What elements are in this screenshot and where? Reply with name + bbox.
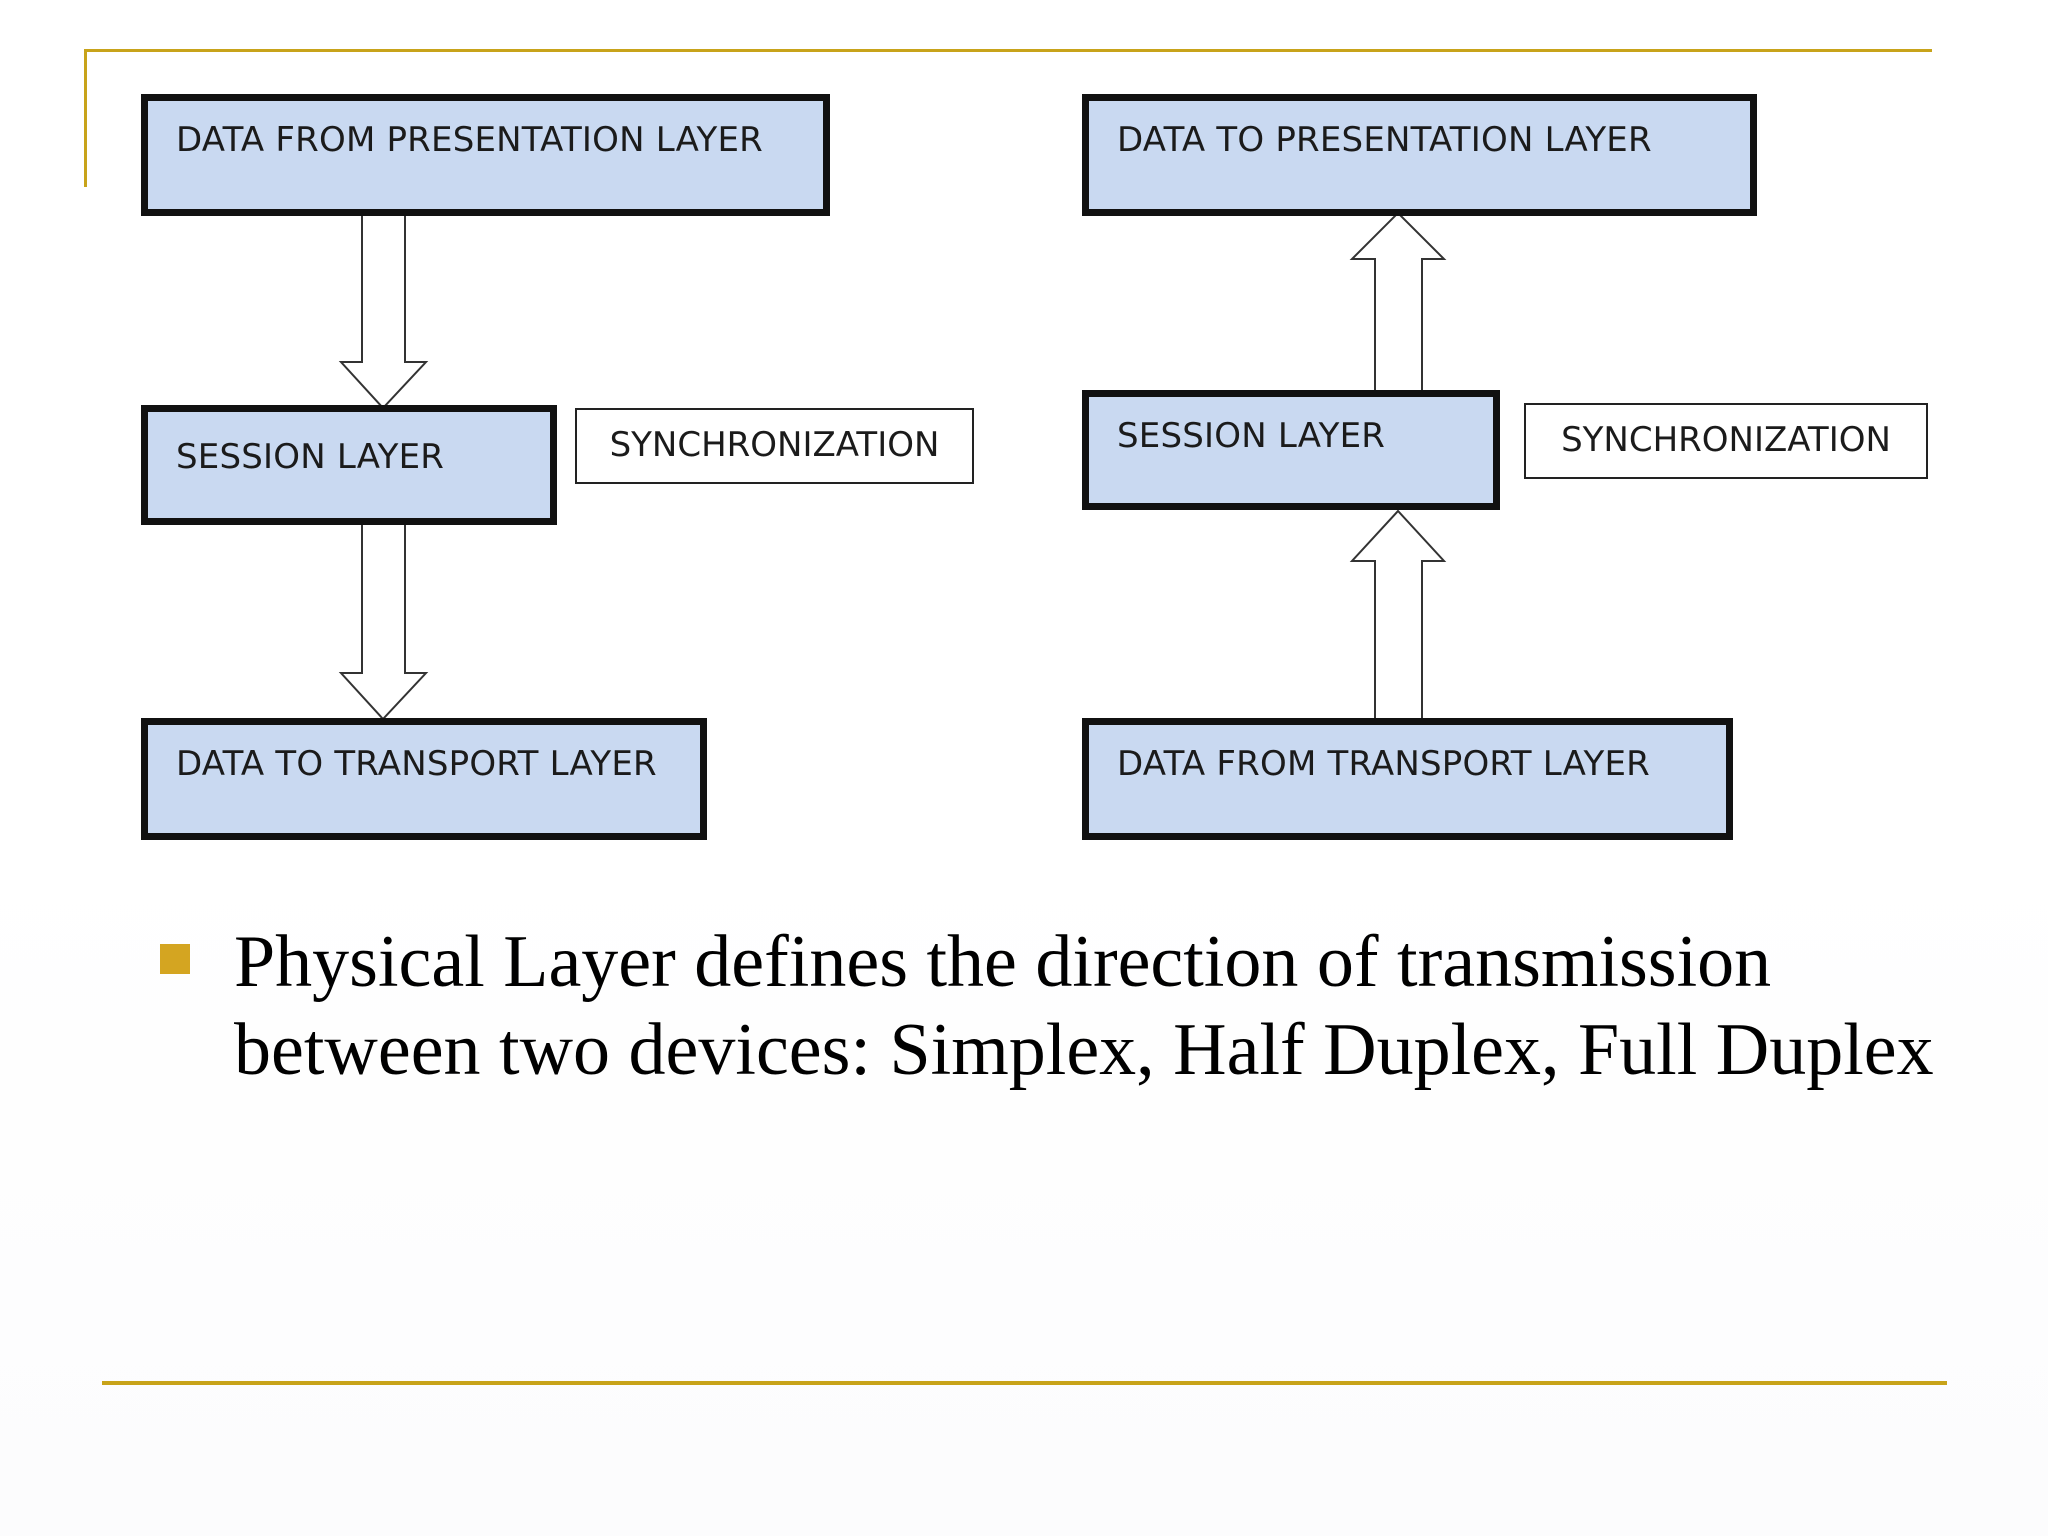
down-arrow-1 (338, 209, 429, 410)
data-from-presentation-layer-box: DATA FROM PRESENTATION LAYER (141, 94, 830, 216)
synchronization-box-right: SYNCHRONIZATION (1524, 403, 1928, 479)
bullet-text: Physical Layer defines the direction of … (234, 921, 1934, 1091)
up-arrow-2 (1349, 509, 1447, 723)
data-to-presentation-layer-box: DATA TO PRESENTATION LAYER (1082, 94, 1757, 216)
synchronization-box-left: SYNCHRONIZATION (575, 408, 974, 484)
down-arrow-2 (338, 519, 429, 721)
bullet-marker (160, 944, 190, 974)
data-from-transport-layer-box: DATA FROM TRANSPORT LAYER (1082, 718, 1733, 840)
session-layer-box-left: SESSION LAYER (141, 405, 557, 525)
data-to-transport-layer-box: DATA TO TRANSPORT LAYER (141, 718, 707, 840)
session-layer-box-right: SESSION LAYER (1082, 390, 1500, 510)
up-arrow-1 (1349, 211, 1447, 396)
top-rule (84, 49, 1932, 52)
rule-corner (84, 49, 102, 52)
left-rule-tick (84, 49, 87, 187)
bottom-rule (102, 1381, 1947, 1385)
